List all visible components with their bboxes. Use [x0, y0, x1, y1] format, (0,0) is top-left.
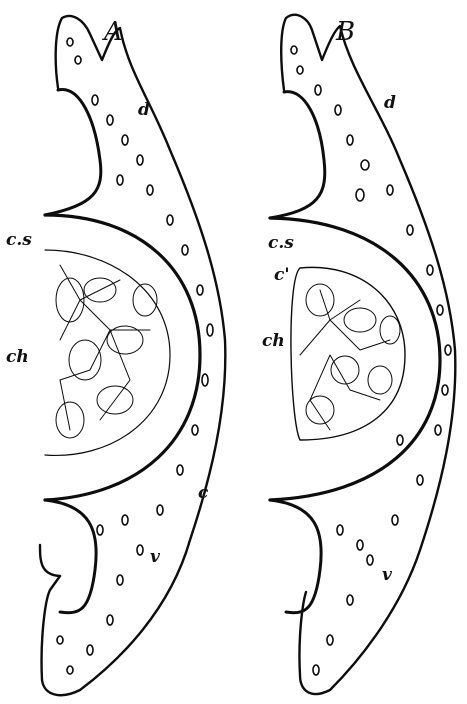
panel-a-letter: A: [102, 17, 123, 47]
panel-a-label-v: v: [150, 547, 161, 567]
panel-b-upper-notch: [270, 92, 325, 218]
panel-a-upper-notch: [45, 90, 101, 215]
panel-a-lower-notch: [45, 500, 96, 613]
panel-b-label-cs: c.s: [268, 233, 294, 253]
panel-a-label-ch: ch: [6, 347, 29, 367]
panel-a-label-c: c: [198, 483, 209, 503]
panel-b-notochord: [291, 267, 405, 440]
panel-b-label-c-prime: c': [274, 265, 290, 285]
panel-b-label-d: d: [384, 93, 396, 113]
panel-a-label-cs: c.s: [6, 230, 32, 250]
panel-b-outline: [281, 15, 455, 694]
panel-a-centrum-arc: [45, 215, 200, 500]
panel-b-letter: B: [335, 17, 355, 47]
panel-a-label-d: d: [138, 100, 150, 120]
panel-b-label-ch: ch: [262, 331, 285, 351]
panel-b-cartilage-cells: [291, 46, 451, 675]
panel-b-notochord-cells: [300, 284, 400, 430]
panel-b: B d c.s c' ch v: [262, 15, 455, 694]
panel-b-centrum-arc: [270, 218, 440, 500]
panel-a-cartilage-cells: [57, 38, 213, 674]
panel-b-label-v: v: [382, 565, 393, 585]
panel-a: A d c.s ch c v: [6, 16, 225, 695]
panel-a-outline: [40, 16, 225, 695]
panel-b-lower-notch: [270, 500, 321, 613]
panel-a-notochord-cells: [56, 265, 157, 438]
